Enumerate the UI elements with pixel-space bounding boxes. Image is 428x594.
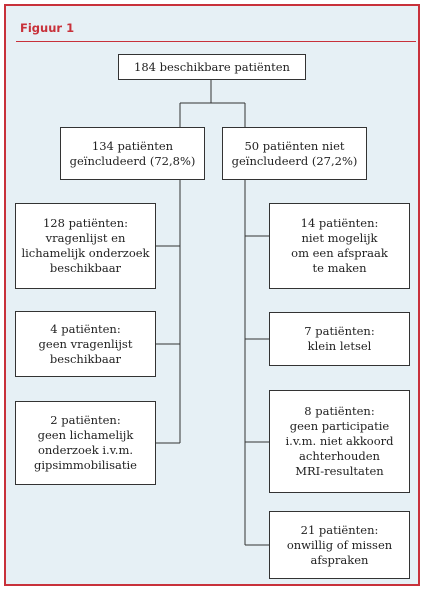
node-included-no-questionnaire: 4 patiënten: geen vragenlijst beschikbaa…: [15, 311, 156, 377]
node-excluded-no-participation: 8 patiënten: geen participatie i.v.m. ni…: [269, 390, 410, 493]
node-excluded-unwilling: 21 patiënten: onwillig of missen afsprak…: [269, 511, 410, 579]
node-root: 184 beschikbare patiënten: [118, 54, 306, 80]
node-included-no-exam: 2 patiënten: geen lichamelijk onderzoek …: [15, 401, 156, 485]
node-included: 134 patiënten geïncludeerd (72,8%): [60, 127, 205, 180]
title-divider: [16, 41, 416, 42]
node-excluded-minor-injury: 7 patiënten: klein letsel: [269, 312, 410, 366]
figure-frame: Figuur 1: [4, 4, 420, 586]
node-excluded: 50 patiënten niet geïncludeerd (27,2%): [222, 127, 367, 180]
node-excluded-no-appointment: 14 patiënten: niet mogelijk om een afspr…: [269, 203, 410, 289]
figure-title: Figuur 1: [20, 21, 75, 35]
node-included-questionnaire-exam: 128 patiënten: vragenlijst en lichamelij…: [15, 203, 156, 289]
